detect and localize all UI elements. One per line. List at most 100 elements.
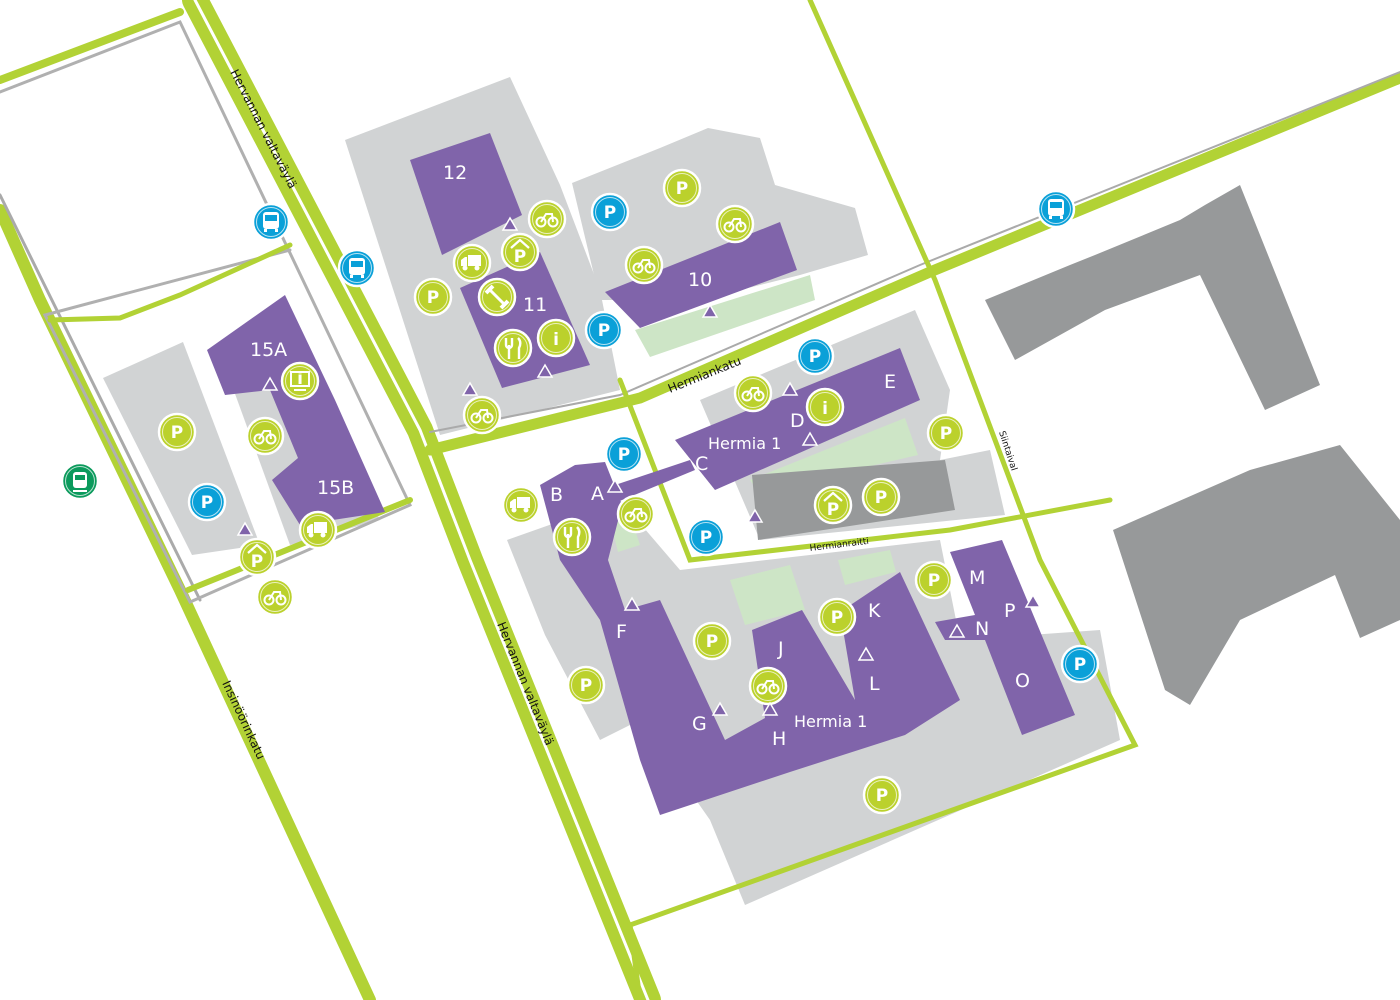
covered-parking-icon[interactable]: P bbox=[500, 232, 540, 272]
wheel bbox=[723, 221, 735, 233]
parking-icon[interactable]: P bbox=[861, 477, 901, 517]
building-10 bbox=[605, 222, 797, 328]
info-screen-icon-ring bbox=[285, 366, 315, 396]
disabled-parking-icon[interactable]: P bbox=[1060, 644, 1100, 684]
parking-icon[interactable]: P bbox=[692, 621, 732, 661]
parking-icon-ring bbox=[571, 670, 601, 700]
bicycle-parking-icon[interactable] bbox=[616, 494, 656, 534]
entrance-marker bbox=[801, 431, 819, 446]
info-letter: i bbox=[553, 330, 559, 350]
delivery-truck-icon[interactable] bbox=[452, 243, 492, 283]
parking-icon[interactable]: P bbox=[926, 413, 966, 453]
covered-parking-icon-badge bbox=[813, 485, 853, 525]
dumbbell-weight bbox=[484, 284, 495, 295]
parking-letter: P bbox=[827, 500, 839, 520]
parking-icon[interactable]: P bbox=[157, 412, 197, 452]
bicycle-parking-icon[interactable] bbox=[462, 395, 502, 435]
fork-knife bbox=[504, 337, 522, 359]
bus-stop-icon[interactable] bbox=[251, 202, 291, 242]
covered-parking-icon[interactable]: P bbox=[813, 485, 853, 525]
delivery-truck-icon[interactable] bbox=[501, 485, 541, 525]
parking-icon-badge bbox=[413, 277, 453, 317]
bicycle-parking-icon[interactable] bbox=[715, 204, 755, 244]
delivery-truck-icon-ring bbox=[506, 490, 536, 520]
label-hermia1-north: Hermia 1 bbox=[708, 434, 781, 453]
entrance-marker bbox=[761, 701, 779, 716]
wing-C: C bbox=[695, 453, 708, 475]
wing-A: A bbox=[591, 483, 604, 505]
screen-frame bbox=[290, 371, 310, 387]
street-insinoorinkatu: Insinöörinkatu bbox=[219, 678, 268, 761]
restaurant-icon-ring bbox=[557, 522, 587, 552]
truck-box bbox=[314, 522, 327, 533]
info-screen-icon[interactable]: i bbox=[280, 361, 320, 401]
delivery-truck-icon[interactable] bbox=[298, 510, 338, 550]
bicycle-parking-icon[interactable] bbox=[624, 245, 664, 285]
parking-icon[interactable]: P bbox=[662, 168, 702, 208]
disabled-parking-icon[interactable]: P bbox=[584, 310, 624, 350]
label-10: 10 bbox=[688, 269, 712, 291]
info-icon-ring bbox=[541, 323, 571, 353]
bicycle-parking-icon-badge bbox=[245, 416, 285, 456]
bus-stop-icon[interactable] bbox=[337, 248, 377, 288]
bicycle-parking-icon-badge bbox=[255, 577, 295, 617]
dumbbell-weight bbox=[499, 299, 510, 310]
disabled-parking-icon[interactable]: P bbox=[187, 482, 227, 522]
bicycle-parking-icon-ring bbox=[753, 671, 783, 701]
wing-K: K bbox=[868, 600, 881, 622]
disabled-parking-icon-ring bbox=[192, 487, 222, 517]
bus-wheel bbox=[264, 229, 267, 232]
disabled-parking-icon-ring bbox=[609, 439, 639, 469]
disabled-parking-icon-badge bbox=[187, 482, 227, 522]
bicycle-parking-icon[interactable] bbox=[527, 199, 567, 239]
parking-icon-badge bbox=[817, 597, 857, 637]
covered-parking-icon[interactable]: P bbox=[237, 537, 277, 577]
info-icon[interactable]: i bbox=[536, 318, 576, 358]
tram-stop-icon[interactable] bbox=[60, 461, 100, 501]
parking-letter: P bbox=[676, 179, 688, 199]
restaurant-icon[interactable] bbox=[552, 517, 592, 557]
street-hervannan-valtavayla-north: Hervannan valtaväylä bbox=[227, 67, 299, 191]
disabled-parking-icon[interactable]: P bbox=[590, 192, 630, 232]
bicycle-parking-icon-badge bbox=[715, 204, 755, 244]
gym-icon-ring bbox=[482, 282, 512, 312]
restaurant-icon[interactable] bbox=[493, 328, 533, 368]
parking-icon[interactable]: P bbox=[566, 665, 606, 705]
bicycle-parking-icon-badge bbox=[616, 494, 656, 534]
frame bbox=[629, 508, 643, 518]
bicycle-parking-icon[interactable] bbox=[748, 666, 788, 706]
parking-icon-badge bbox=[862, 775, 902, 815]
parking-icon-ring bbox=[919, 565, 949, 595]
parking-letter: P bbox=[201, 493, 213, 513]
bus-wheel bbox=[1049, 216, 1052, 219]
bicycle-parking-icon[interactable] bbox=[255, 577, 295, 617]
wheel bbox=[320, 532, 326, 538]
parking-icon[interactable]: P bbox=[914, 560, 954, 600]
parking-letter: P bbox=[580, 676, 592, 696]
bus-stop-icon[interactable] bbox=[1036, 189, 1076, 229]
parking-icon-ring bbox=[418, 282, 448, 312]
truck-cab bbox=[510, 499, 516, 508]
parking-icon[interactable]: P bbox=[817, 597, 857, 637]
parking-icon-badge bbox=[861, 477, 901, 517]
info-icon[interactable]: i bbox=[805, 387, 845, 427]
bicycle-parking-icon[interactable] bbox=[733, 373, 773, 413]
parking-icon[interactable]: P bbox=[413, 277, 453, 317]
disabled-parking-icon[interactable]: P bbox=[604, 434, 644, 474]
parking-icon-badge bbox=[692, 621, 732, 661]
restaurant-icon-badge bbox=[552, 517, 592, 557]
entrance-marker bbox=[461, 381, 479, 396]
parking-icon[interactable]: P bbox=[862, 775, 902, 815]
frame bbox=[746, 387, 760, 397]
parking-letter: P bbox=[618, 445, 630, 465]
gym-icon[interactable] bbox=[477, 277, 517, 317]
disabled-parking-icon[interactable]: P bbox=[795, 336, 835, 376]
bicycle-parking-icon[interactable] bbox=[245, 416, 285, 456]
bicycle-parking-icon-badge bbox=[748, 666, 788, 706]
disabled-parking-icon[interactable]: P bbox=[686, 517, 726, 557]
label-15b: 15B bbox=[317, 477, 354, 499]
wing-G: G bbox=[692, 713, 707, 735]
entrance-marker bbox=[606, 478, 624, 493]
